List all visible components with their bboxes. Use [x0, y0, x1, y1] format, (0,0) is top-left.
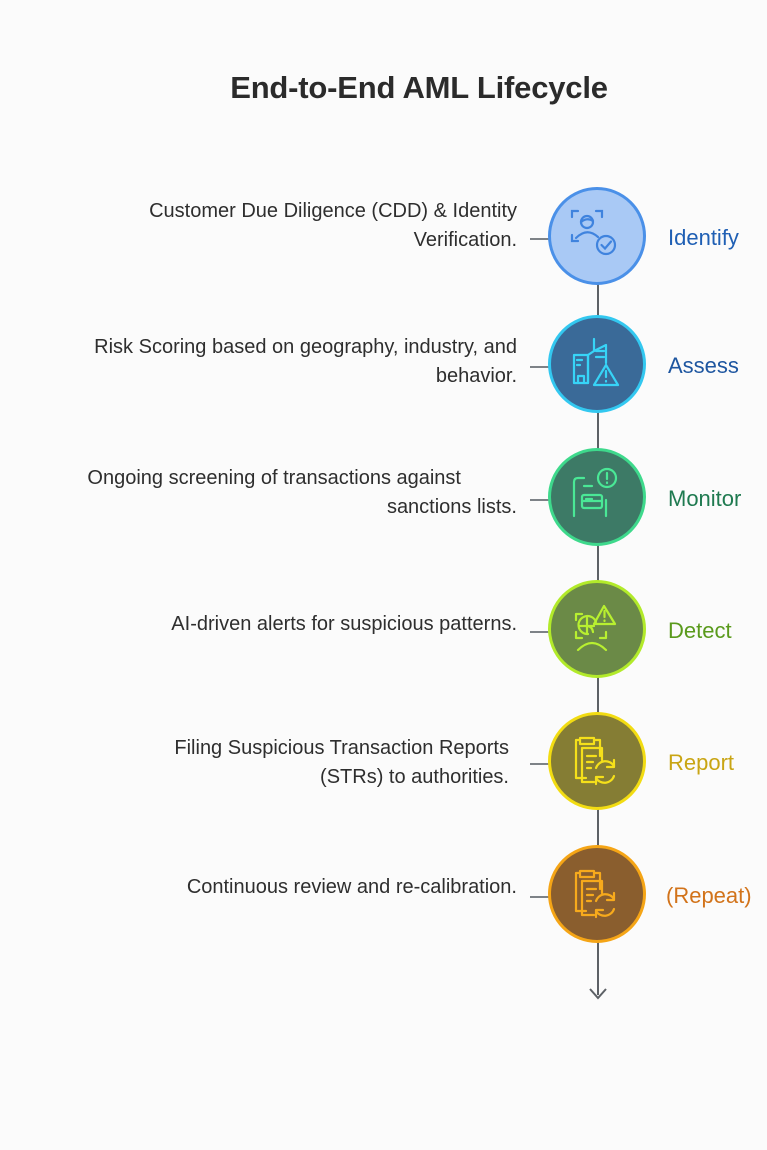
step-label: (Repeat) — [666, 883, 752, 908]
description-line: sanctions lists. — [386, 496, 517, 518]
step-description: Ongoing screening of transactions agains… — [87, 464, 517, 522]
step-description: Customer Due Diligence (CDD) & Identity … — [149, 197, 517, 255]
description-line: Verification. — [413, 229, 517, 251]
step-monitor: Ongoing screening of transactions agains… — [0, 448, 767, 552]
step-label: Detect — [668, 618, 732, 643]
description-line: (STRs) to authorities. — [320, 766, 509, 788]
report-refresh-icon — [574, 736, 616, 786]
connector-line — [530, 499, 550, 501]
step-circle — [548, 448, 646, 546]
step-label: Report — [668, 750, 735, 775]
description-line: Continuous review and re-calibration. — [186, 876, 517, 898]
connector-line — [530, 631, 550, 633]
description-line: Risk Scoring based on geography, industr… — [94, 336, 517, 358]
step-description: Risk Scoring based on geography, industr… — [94, 333, 517, 391]
step-repeat: Continuous review and re-calibration. (R… — [0, 845, 767, 949]
step-circle — [548, 580, 646, 678]
step-description: Filing Suspicious Transaction Reports (S… — [174, 734, 517, 792]
step-identify: Customer Due Diligence (CDD) & Identity … — [0, 187, 767, 291]
step-label: Identify — [668, 225, 739, 250]
description-line: Customer Due Diligence (CDD) & Identity — [149, 200, 517, 222]
connector-line — [530, 896, 550, 898]
step-description: AI-driven alerts for suspicious patterns… — [171, 610, 517, 639]
description-line: Filing Suspicious Transaction Reports — [174, 737, 509, 759]
description-line: AI-driven alerts for suspicious patterns… — [171, 613, 517, 635]
step-circle — [548, 315, 646, 413]
step-circle — [548, 845, 646, 943]
screening-alert-icon — [572, 467, 618, 518]
connector-line — [530, 763, 550, 765]
building-risk-icon — [572, 337, 620, 387]
step-report: Filing Suspicious Transaction Reports (S… — [0, 712, 767, 816]
step-assess: Risk Scoring based on geography, industr… — [0, 315, 767, 419]
step-circle — [548, 187, 646, 285]
report-refresh-icon — [574, 869, 616, 919]
step-label: Assess — [668, 353, 739, 378]
diagram-title: End-to-End AML Lifecycle — [230, 70, 608, 105]
user-verify-icon — [570, 209, 617, 256]
detect-alert-icon — [574, 604, 617, 652]
description-line: Ongoing screening of transactions agains… — [87, 467, 461, 489]
step-label: Monitor — [668, 486, 742, 511]
connector-line — [530, 366, 550, 368]
step-description: Continuous review and re-calibration. — [187, 873, 517, 902]
connector-line — [530, 238, 550, 240]
arrow-down-icon — [589, 988, 607, 1000]
description-line: behavior. — [435, 365, 517, 387]
step-circle — [548, 712, 646, 810]
step-detect: AI-driven alerts for suspicious patterns… — [0, 580, 767, 684]
